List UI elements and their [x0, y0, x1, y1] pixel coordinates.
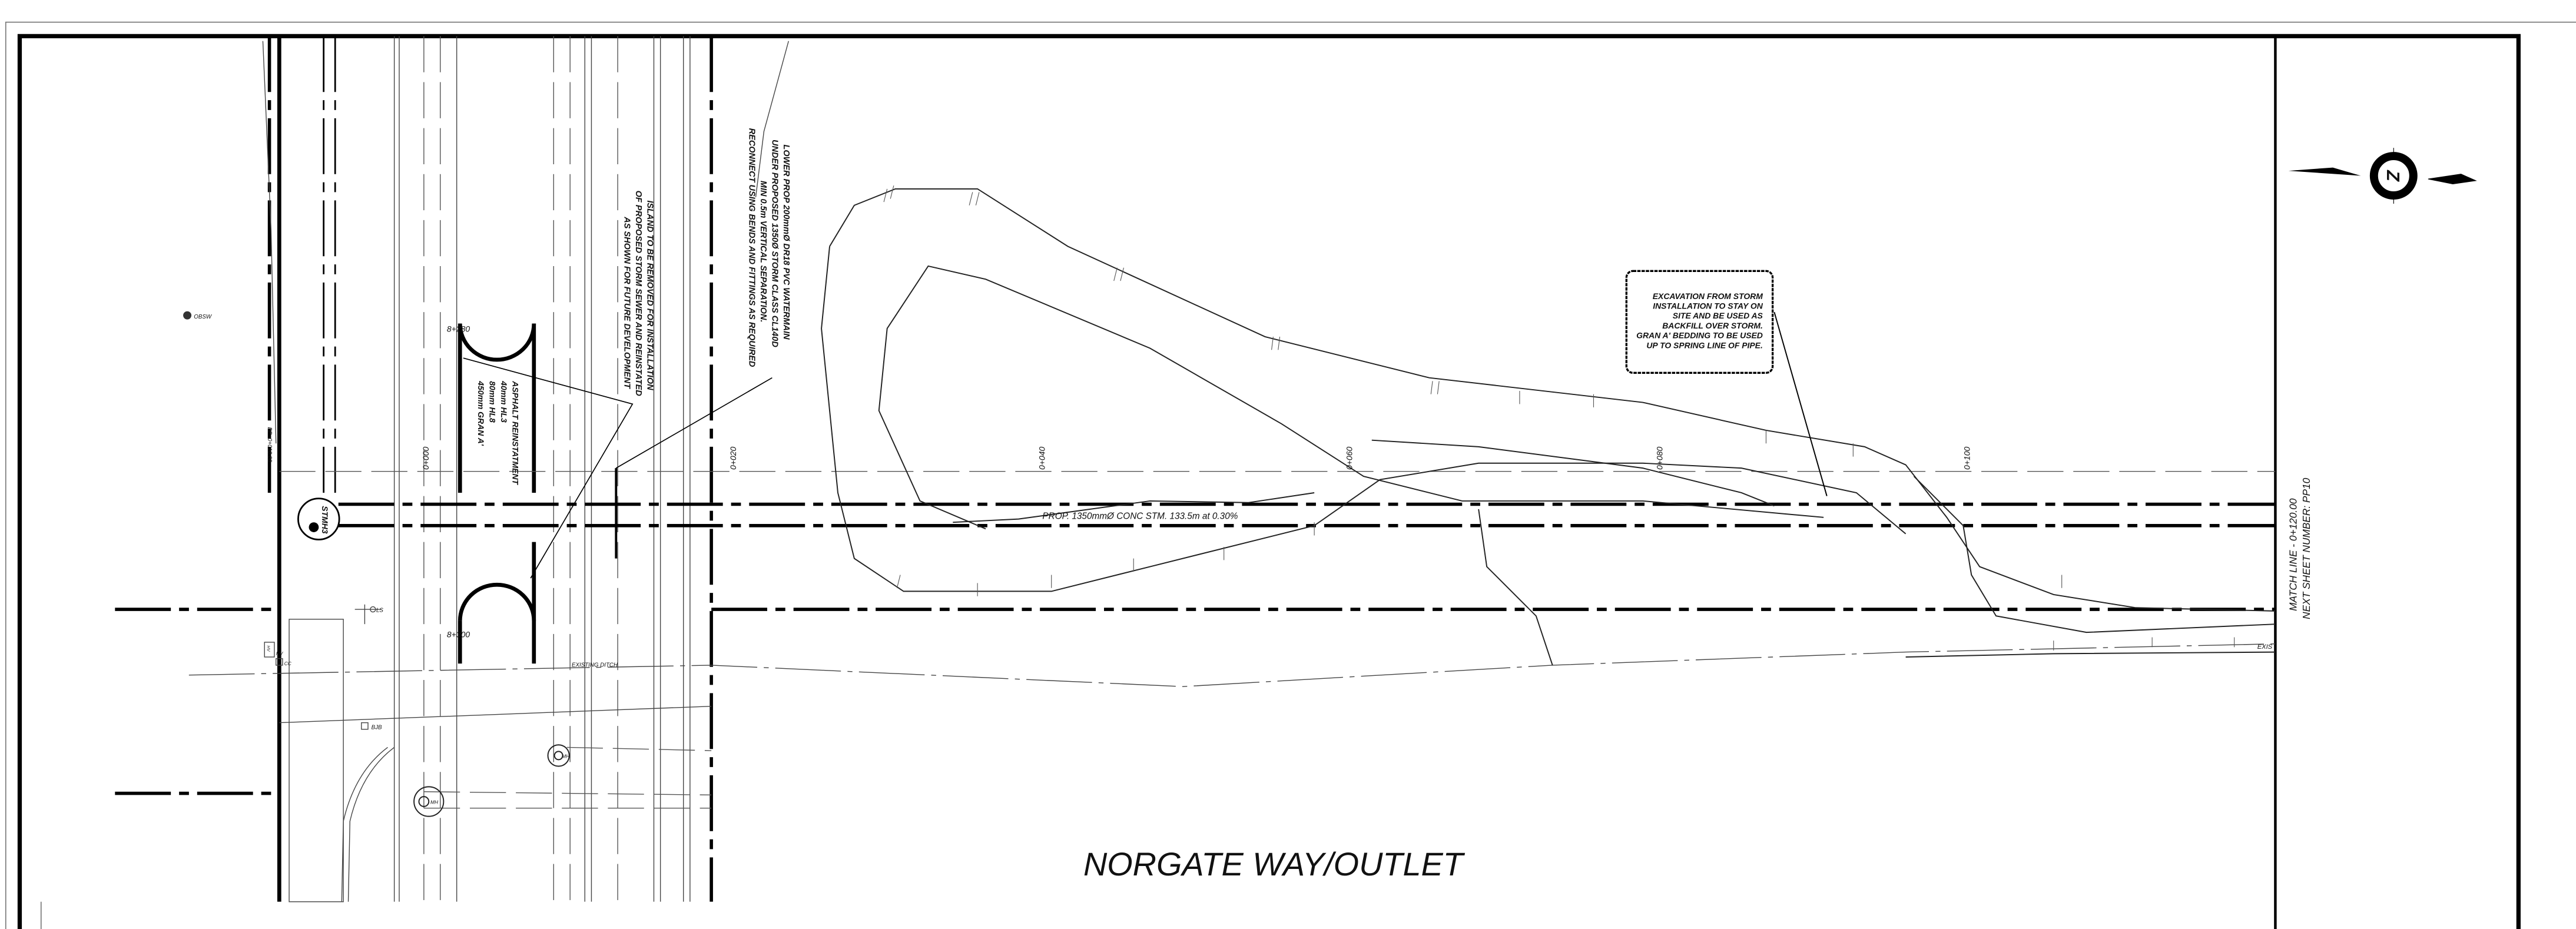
drawing-frame: [17, 34, 2521, 929]
existing-contours: [821, 188, 2276, 666]
svg-text:8+280: 8+280: [447, 324, 470, 334]
svg-text:CC: CC: [284, 661, 292, 666]
svg-text:OBSW: OBSW: [194, 314, 212, 320]
island-note: ISLAND TO BE REMOVED FOR INSTALLATION OF…: [622, 191, 654, 397]
match-line-label: MATCH LINE - 0+120.00 NEXT SHEET NUMBER:…: [2287, 477, 2312, 619]
svg-text:EXIS: EXIS: [2257, 643, 2273, 651]
svg-text:0+040: 0+040: [1037, 447, 1047, 470]
outer-sheet-border: [5, 21, 2576, 929]
svg-text:INSTALLATION TO STAY ON: INSTALLATION TO STAY ON: [1653, 301, 1763, 311]
svg-text:OF PROPOSED STORM SEWER AND RE: OF PROPOSED STORM SEWER AND REINSTATED: [634, 191, 643, 397]
leader-lines: [463, 311, 1828, 579]
svg-text:ASPHALT REINSTATMENT: ASPHALT REINSTATMENT: [511, 380, 520, 485]
svg-text:AS SHOWN FOR FUTURE DEVELOPMEN: AS SHOWN FOR FUTURE DEVELOPMENT: [622, 216, 631, 389]
svg-text:BACKFILL OVER STORM.: BACKFILL OVER STORM.: [1662, 321, 1763, 330]
svg-text:UP TO SPRING LINE OF PIPE.: UP TO SPRING LINE OF PIPE.: [1646, 340, 1762, 350]
svg-text:SITE AND BE USED AS: SITE AND BE USED AS: [1673, 311, 1763, 320]
svg-text:GRAN A' BEDDING TO BE USED: GRAN A' BEDDING TO BE USED: [1636, 331, 1763, 340]
road-lines: [262, 36, 789, 903]
svg-text:HV: HV: [266, 645, 271, 652]
svg-text:Z: Z: [2383, 170, 2403, 182]
survey-symbols: OBSW BP -0+010.00 LS HV HV CC BJB MH MH …: [183, 311, 2273, 817]
svg-text:HV: HV: [276, 651, 284, 656]
excavation-note: EXCAVATION FROM STORM INSTALLATION TO ST…: [1625, 270, 1774, 374]
svg-text:80mm HL8: 80mm HL8: [488, 381, 497, 423]
pipe-label: PROP. 1350mmØ CONC STM. 133.5m at 0.30%: [1042, 512, 1238, 522]
service-line-east: [566, 746, 712, 751]
svg-text:0+060: 0+060: [1344, 447, 1354, 470]
svg-text:MATCH LINE - 0+120.00: MATCH LINE - 0+120.00: [2287, 498, 2299, 611]
svg-text:MIN 0.5m VERTICAL SEPARATION.: MIN 0.5m VERTICAL SEPARATION.: [758, 181, 768, 323]
edge-line: [279, 705, 712, 724]
svg-text:BP -0+010.00: BP -0+010.00: [266, 427, 273, 462]
svg-text:RECONNECT USING BENDS AND FITT: RECONNECT USING BENDS AND FITTINGS AS RE…: [747, 128, 756, 367]
svg-text:ISLAND TO BE REMOVED FOR INSTA: ISLAND TO BE REMOVED FOR INSTALLATION: [645, 200, 654, 390]
north-arrow-icon: Z: [2288, 148, 2477, 204]
island-curbs: [457, 323, 536, 664]
svg-text:MH: MH: [562, 754, 570, 759]
svg-text:450mm GRAN A': 450mm GRAN A': [476, 380, 486, 446]
watermain-note: LOWER PROP 200mmØ DR18 PVC WATERMAIN UND…: [747, 128, 791, 367]
storm-manhole: STMH3: [297, 497, 340, 540]
svg-text:LS: LS: [376, 607, 383, 613]
svg-text:EXCAVATION FROM STORM: EXCAVATION FROM STORM: [1653, 291, 1763, 301]
existing-ditch-label: EXISTING DITCH: [572, 662, 618, 669]
asphalt-note: ASPHALT REINSTATMENT 40mm HL3 80mm HL8 4…: [476, 380, 520, 485]
manhole-label: STMH3: [320, 506, 330, 533]
obsw-icon: [183, 311, 192, 320]
svg-text:MH: MH: [430, 799, 439, 805]
svg-text:8+300: 8+300: [447, 630, 470, 639]
svg-text:LOWER PROP 200mmØ DR18 PVC WAT: LOWER PROP 200mmØ DR18 PVC WATERMAIN: [781, 145, 791, 340]
drawing-title: NORGATE WAY/OUTLET: [1083, 845, 1466, 882]
svg-text:0+020: 0+020: [728, 447, 738, 470]
existing-ditch-line: [188, 643, 2276, 687]
svg-text:0+080: 0+080: [1655, 447, 1665, 470]
svg-text:BJB: BJB: [372, 725, 382, 731]
svg-text:NEXT SHEET NUMBER: PP10: NEXT SHEET NUMBER: PP10: [2300, 477, 2312, 619]
svg-text:40mm HL3: 40mm HL3: [499, 380, 509, 423]
svg-text:0+100: 0+100: [1962, 447, 1971, 470]
svg-text:UNDER PROPOSED 1350Ø STORM CLA: UNDER PROPOSED 1350Ø STORM CLASS CL140D: [770, 140, 779, 347]
station-labels: 0+000 0+020 0+040 0+060 0+080 0+100 8+28…: [421, 324, 1971, 639]
slope-hatches: [883, 185, 2235, 651]
svg-text:0+000: 0+000: [421, 447, 430, 470]
